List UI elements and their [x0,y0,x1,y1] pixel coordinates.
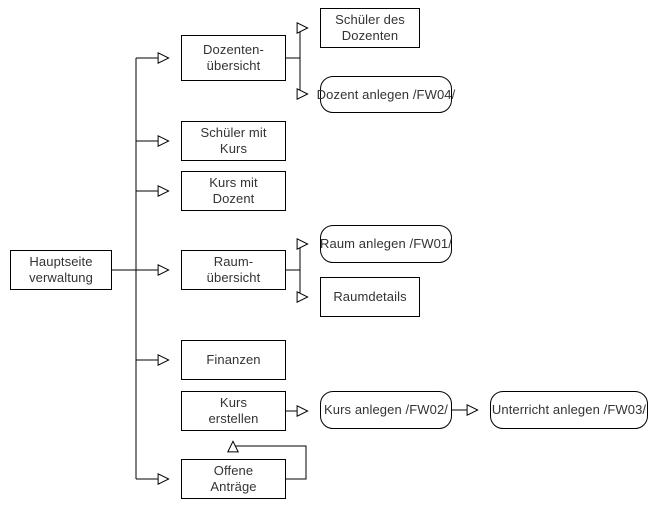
node-raum-uebersicht[interactable]: Raum- übersicht [181,250,286,290]
node-dozent-anlegen-fw04[interactable]: Dozent anlegen /FW04/ [317,76,455,113]
edge-offene-antraege-to-kurs-erstellen [233,441,307,480]
node-kurs-erstellen[interactable]: Kurs erstellen [181,391,286,431]
node-dozenten-uebersicht[interactable]: Dozenten- übersicht [181,35,286,81]
node-raumdetails[interactable]: Raumdetails [320,277,420,317]
node-unterricht-anlegen-fw03[interactable]: Unterricht anlegen /FW03/ [490,391,648,429]
node-kurs-mit-dozent[interactable]: Kurs mit Dozent [181,171,286,211]
node-schueler-des-dozenten[interactable]: Schüler des Dozenten [320,8,420,48]
node-kurs-anlegen-fw02[interactable]: Kurs anlegen /FW02/ [320,391,452,429]
node-schueler-mit-kurs[interactable]: Schüler mit Kurs [181,121,286,161]
node-raum-anlegen-fw01[interactable]: Raum anlegen /FW01/ [320,225,452,263]
node-finanzen[interactable]: Finanzen [181,340,286,380]
node-hauptseite-verwaltung[interactable]: Hauptseite verwaltung [10,250,112,290]
node-offene-antraege[interactable]: Offene Anträge [181,459,286,499]
